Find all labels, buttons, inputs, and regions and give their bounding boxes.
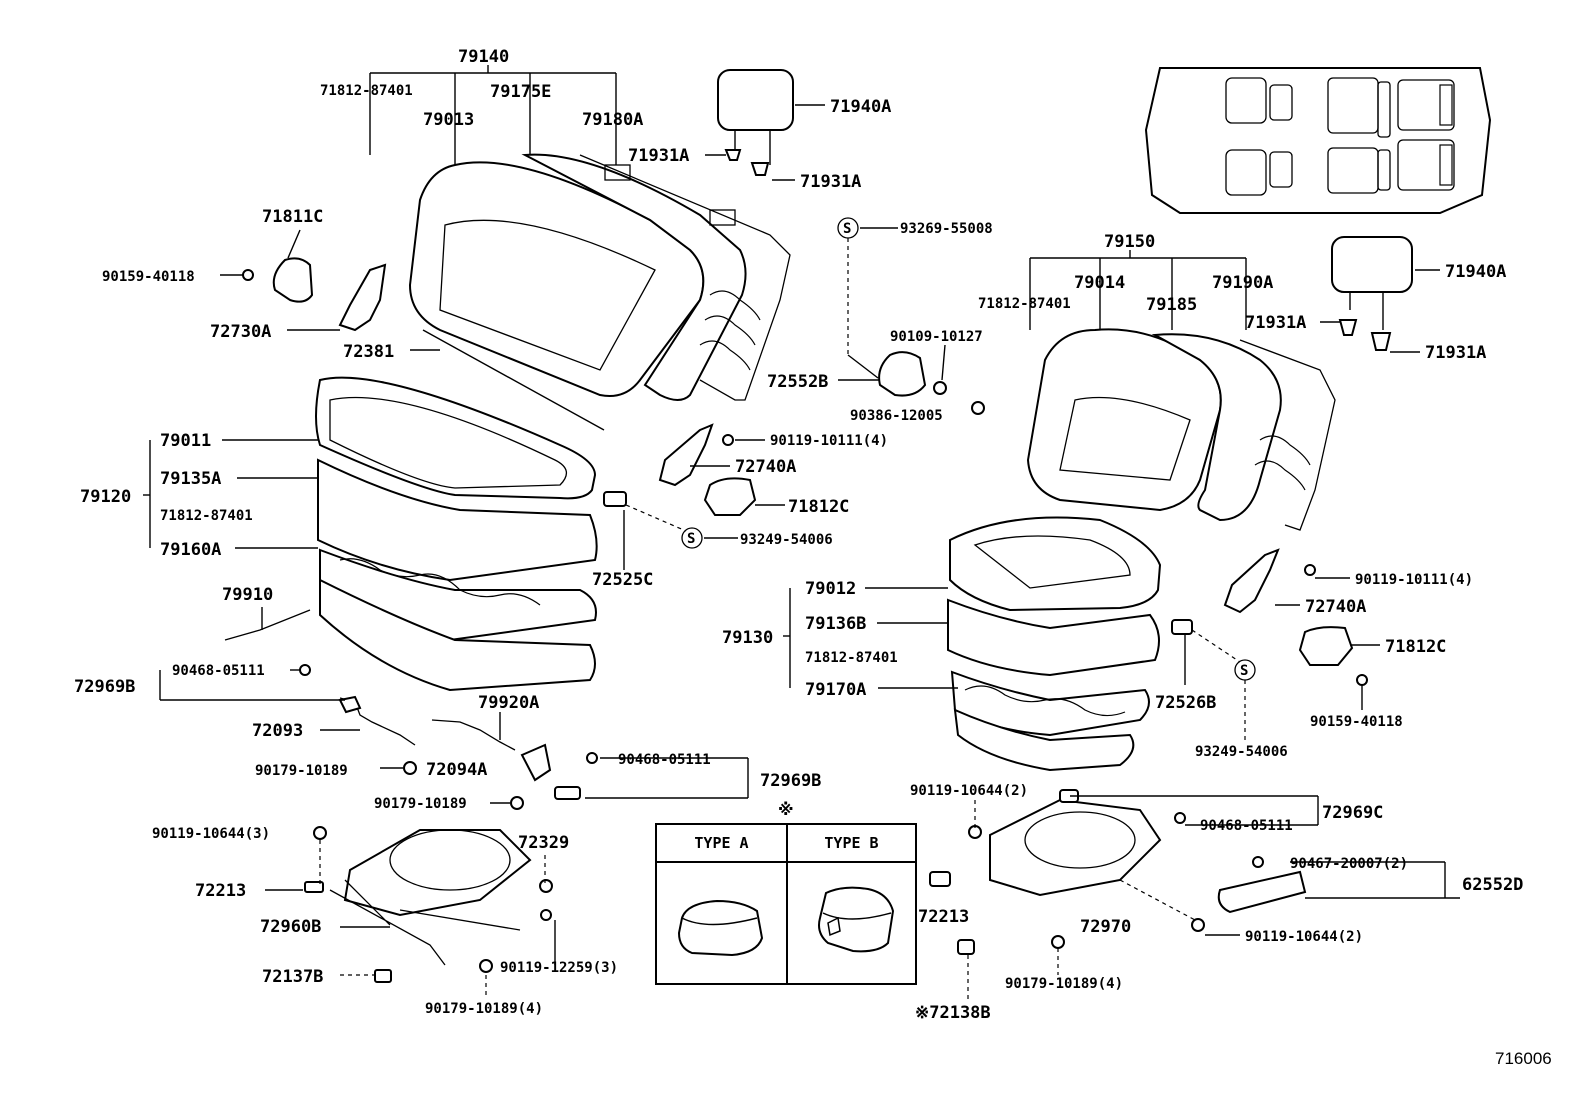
headrest-left: [717, 69, 794, 176]
label-71812-87401: 71812-87401: [320, 83, 413, 99]
type-b-cell: TYPE B: [786, 825, 915, 983]
label-90119-10644-2: 90119-10644(2): [910, 783, 1028, 799]
bench-seat-cushion: [315, 329, 605, 692]
label-62552d: 62552D: [1462, 875, 1523, 895]
s-symbol-1: S: [843, 221, 851, 237]
label-79185: 79185: [1146, 295, 1197, 315]
label-90119-10644-2-b: 90119-10644(2): [1245, 929, 1363, 945]
label-72552b: 72552B: [767, 372, 828, 392]
label-72094a: 72094A: [426, 760, 487, 780]
label-71940a-left: 71940A: [830, 97, 891, 117]
label-72969c: 72969C: [1322, 803, 1383, 823]
label-90119-10111-4-b: 90119-10111(4): [1355, 572, 1473, 588]
label-79130: 79130: [722, 628, 773, 648]
type-a-part-image: [677, 899, 764, 957]
label-79190a: 79190A: [1212, 273, 1273, 293]
label-90467-20007-2: 90467-20007(2): [1290, 856, 1408, 872]
label-90386-12005: 90386-12005: [850, 408, 943, 424]
label-79013: 79013: [423, 110, 474, 130]
label-79014: 79014: [1074, 273, 1125, 293]
label-90468-05111-b: 90468-05111: [618, 752, 711, 768]
s-symbol-2: S: [687, 531, 695, 547]
label-79910: 79910: [222, 585, 273, 605]
label-71812-87401-c: 71812-87401: [978, 296, 1071, 312]
label-79180a: 79180A: [582, 110, 643, 130]
seat-layout-inset: [1144, 67, 1492, 214]
type-b-header: TYPE B: [788, 825, 915, 863]
label-72137b: 72137B: [262, 967, 323, 987]
label-71931a-2: 71931A: [800, 172, 861, 192]
label-72740a: 72740A: [735, 457, 796, 477]
label-79170a: 79170A: [805, 680, 866, 700]
label-93249-54006: 93249-54006: [740, 532, 833, 548]
label-79120: 79120: [80, 487, 131, 507]
label-90468-05111: 90468-05111: [172, 663, 265, 679]
type-b-part-image: [818, 886, 895, 953]
label-72969b-b: 72969B: [760, 771, 821, 791]
type-marker: ※: [778, 800, 794, 819]
label-71931a-3: 71931A: [1245, 313, 1306, 333]
label-72740a-b: 72740A: [1305, 597, 1366, 617]
label-71812c-b: 71812C: [1385, 637, 1446, 657]
label-90179-10189-4: 90179-10189(4): [425, 1001, 543, 1017]
label-90119-12259-3: 90119-12259(3): [500, 960, 618, 976]
label-79012: 79012: [805, 579, 856, 599]
label-90119-10644-3: 90119-10644(3): [152, 826, 270, 842]
label-72213: 72213: [195, 881, 246, 901]
label-90119-10111-4: 90119-10111(4): [770, 433, 888, 449]
label-90179-10189: 90179-10189: [255, 763, 348, 779]
label-72138b: ※72138B: [915, 1003, 991, 1023]
left-rails-hardware: [224, 609, 598, 983]
label-79140: 79140: [458, 47, 509, 67]
label-72730a: 72730A: [210, 322, 271, 342]
label-93249-54006-b: 93249-54006: [1195, 744, 1288, 760]
bench-seat-back: [408, 153, 791, 401]
label-79136b: 79136B: [805, 614, 866, 634]
type-a-header: TYPE A: [657, 825, 786, 863]
headrest-right: [1331, 236, 1413, 351]
label-71812-87401-d: 71812-87401: [805, 650, 898, 666]
label-71940a-right: 71940A: [1445, 262, 1506, 282]
label-72969b: 72969B: [74, 677, 135, 697]
label-71812-87401-b: 71812-87401: [160, 508, 253, 524]
label-79175e: 79175E: [490, 82, 551, 102]
label-90179-10189-b: 90179-10189: [374, 796, 467, 812]
left-side-parts: [242, 257, 757, 516]
type-table: TYPE A TYPE B: [655, 823, 917, 985]
part-labels: 79140 71812-87401 79175E 79013 79180A 71…: [74, 47, 1523, 1023]
label-72526b: 72526B: [1155, 693, 1216, 713]
label-72093: 72093: [252, 721, 303, 741]
label-90159-40118-b: 90159-40118: [1310, 714, 1403, 730]
label-90468-05111-c: 90468-05111: [1200, 818, 1293, 834]
label-72381: 72381: [343, 342, 394, 362]
bucket-seat: [947, 328, 1336, 772]
label-72525c: 72525C: [592, 570, 653, 590]
diagram-code: 716006: [1495, 1049, 1552, 1068]
leader-lines: [143, 65, 1460, 1000]
type-a-cell: TYPE A: [657, 825, 786, 983]
label-72970: 72970: [1080, 917, 1131, 937]
label-79011: 79011: [160, 431, 211, 451]
label-79150: 79150: [1104, 232, 1155, 252]
label-71931a-4: 71931A: [1425, 343, 1486, 363]
label-72329: 72329: [518, 833, 569, 853]
label-71931a-1: 71931A: [628, 146, 689, 166]
label-90179-10189-4-b: 90179-10189(4): [1005, 976, 1123, 992]
label-93269-55008: 93269-55008: [900, 221, 993, 237]
label-90159-40118: 90159-40118: [102, 269, 195, 285]
label-72213-b: 72213: [918, 907, 969, 927]
right-side-parts: [878, 351, 1368, 955]
label-71812c: 71812C: [788, 497, 849, 517]
label-79135a: 79135A: [160, 469, 221, 489]
label-71811c: 71811C: [262, 207, 323, 227]
label-79920a: 79920A: [478, 693, 539, 713]
label-90109-10127: 90109-10127: [890, 329, 983, 345]
s-symbol-3: S: [1240, 663, 1248, 679]
label-79160a: 79160A: [160, 540, 221, 560]
label-72960b: 72960B: [260, 917, 321, 937]
